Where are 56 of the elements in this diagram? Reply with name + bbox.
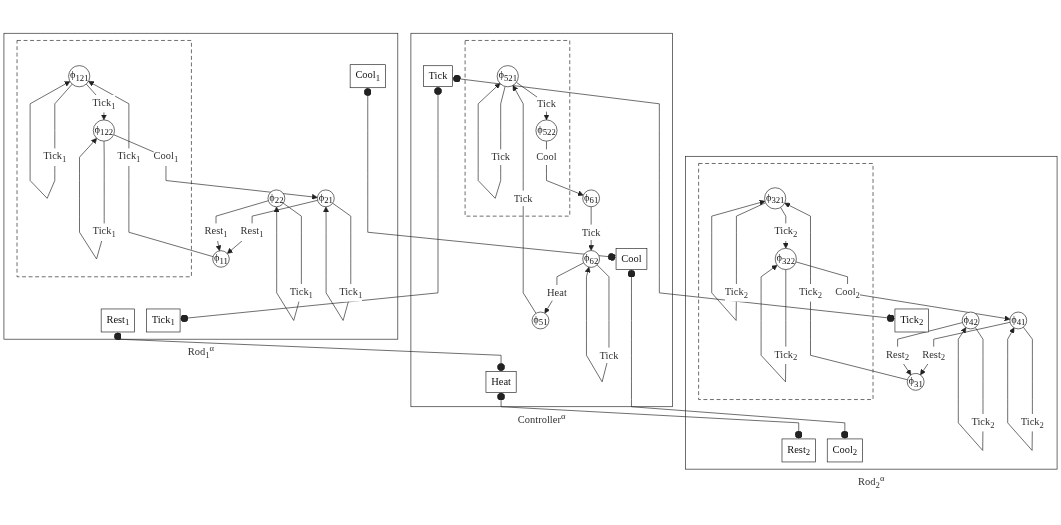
node-box: Heat [485, 371, 517, 393]
node-circle: ϕ$_{61}$ [582, 189, 600, 208]
edge-label: Tick$_{1}$ [92, 225, 116, 240]
edge-label: Cool$_{1}$ [153, 150, 179, 165]
node-circle: ϕ$_{51}$ [531, 311, 550, 330]
edge-label: Rest$_{1}$ [240, 225, 264, 240]
node-box: Tick [423, 65, 453, 87]
edge-label: Heat [547, 286, 567, 299]
cluster [410, 32, 673, 408]
node-box: Cool$_{2}$ [826, 438, 863, 463]
node-circle: ϕ$_{41}$ [1009, 311, 1028, 330]
node-circle: ϕ$_{321}$ [764, 187, 787, 210]
node-circle: ϕ$_{31}$ [906, 373, 925, 391]
cluster [3, 32, 399, 340]
node-circle: ϕ$_{521}$ [496, 65, 519, 88]
node-box: Cool [615, 248, 648, 270]
edge-label: Tick$_{1}$ [43, 150, 67, 165]
node-box: Tick$_{1}$ [146, 308, 181, 333]
edge-label: Rest$_{1}$ [204, 225, 228, 240]
edge-label: Tick [537, 97, 556, 110]
node-circle: ϕ$_{42}$ [961, 311, 980, 330]
cluster [464, 40, 571, 217]
edge-label: Tick$_{1}$ [289, 285, 313, 300]
node-box: Tick$_{2}$ [894, 308, 929, 333]
edge-label: Tick$_{1}$ [92, 96, 116, 111]
edge-label: Tick$_{1}$ [339, 285, 363, 300]
node-circle: ϕ$_{122}$ [92, 119, 115, 142]
node-circle: ϕ$_{11}$ [212, 250, 230, 268]
edge-label: Tick [513, 192, 533, 204]
node-circle: ϕ$_{121}$ [68, 65, 91, 88]
node-box: Cool$_{1}$ [349, 64, 386, 89]
edge-label: Tick [491, 151, 511, 163]
cluster [685, 155, 1058, 470]
node-label: Controller$^{α}$ [517, 410, 566, 425]
node-box: Rest$_{2}$ [781, 438, 816, 463]
edge-label: Rest$_{2}$ [922, 348, 946, 363]
edge-label: Tick$_{2}$ [971, 415, 995, 430]
edge-label: Tick [581, 226, 601, 238]
edge-label: Tick$_{2}$ [798, 285, 823, 300]
node-circle: ϕ$_{22}$ [267, 189, 286, 208]
edge-label: Tick$_{2}$ [774, 225, 798, 240]
edge-label: Cool [536, 151, 557, 163]
node-circle: ϕ$_{21}$ [317, 189, 335, 208]
node-circle: ϕ$_{322}$ [774, 248, 797, 270]
node-box: Rest$_{1}$ [100, 308, 135, 333]
cluster [16, 40, 192, 278]
edge-label: Rest$_{2}$ [886, 348, 910, 363]
edge-label: Tick$_{2}$ [1020, 415, 1044, 430]
node-circle: ϕ$_{522}$ [535, 119, 558, 142]
edge-label: Tick$_{2}$ [774, 348, 798, 363]
edge-label: Tick$_{2}$ [724, 285, 749, 300]
edge-label: Cool$_{2}$ [835, 285, 860, 300]
edge-label: Tick$_{1}$ [117, 150, 141, 165]
edge-label: Tick [599, 349, 619, 361]
node-circle: ϕ$_{62}$ [582, 250, 600, 268]
cluster [698, 163, 874, 400]
